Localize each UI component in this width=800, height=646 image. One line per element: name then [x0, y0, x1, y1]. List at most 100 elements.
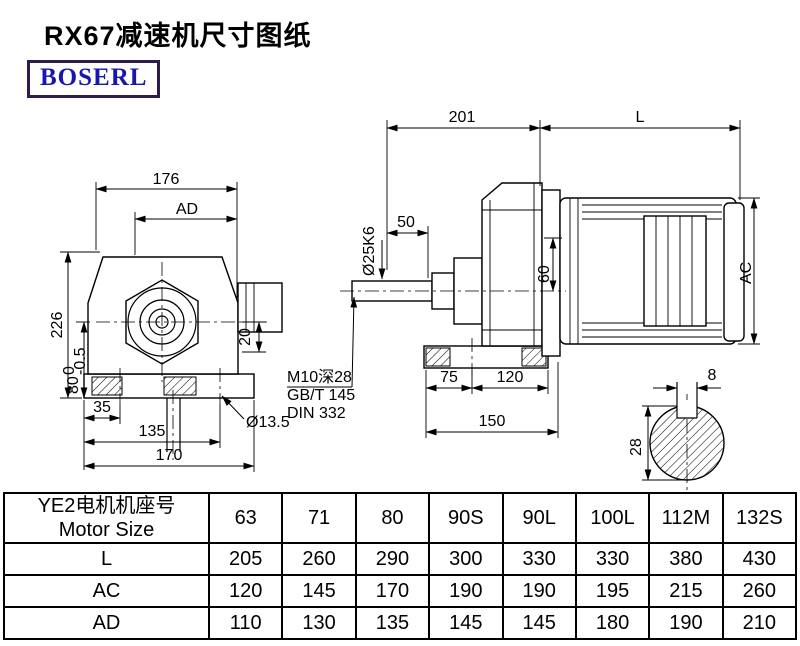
- size-col-header: 90L: [501, 492, 577, 544]
- dim-shaft-dia: Ø25K6: [361, 226, 386, 280]
- dim-135-label: 135: [139, 423, 166, 440]
- dim-ac-label: AC: [738, 262, 755, 284]
- dim-ad: AD: [134, 201, 238, 255]
- motor-size-header-cn: YE2电机机座号: [37, 495, 176, 517]
- table-cell: 260: [281, 542, 357, 576]
- dim-60-label: 60: [536, 265, 553, 283]
- table-cell: 145: [281, 574, 357, 608]
- size-col-header: 100L: [574, 492, 651, 544]
- output-flange-box: [237, 282, 283, 333]
- table-cell: 190: [428, 574, 504, 608]
- table-header-row: YE2电机机座号 Motor Size 63 71 80 90S 90L 100…: [3, 492, 798, 544]
- table-cell: 260: [721, 574, 798, 608]
- dim-L-label: L: [636, 109, 645, 126]
- dim-50: 50: [386, 214, 429, 278]
- dim-135: 135: [83, 404, 221, 448]
- dim-80-tol-lower: -0.5: [72, 347, 89, 375]
- dim-120-label: 120: [497, 369, 524, 386]
- base-hatch-right: [163, 376, 197, 396]
- shaft-section-detail: 8 28: [628, 367, 725, 490]
- dim-170: 170: [83, 400, 255, 472]
- side-view: 201 L 50 Ø25K6 60 AC: [287, 109, 760, 438]
- table-cell: 130: [281, 606, 357, 640]
- boserl-logo-text: BOSERL: [40, 64, 148, 91]
- base-hatch-left: [91, 376, 123, 396]
- dim-ac: AC: [738, 197, 760, 345]
- size-col-header: 90S: [428, 492, 504, 544]
- dim-hole-13-5: Ø13.5: [221, 395, 290, 431]
- table-row-L: L 205 260 290 300 330 330 380 430: [3, 542, 798, 576]
- foot-hatch-right: [521, 347, 547, 367]
- dim-150-label: 150: [479, 413, 506, 430]
- dim-20-label: 20: [237, 328, 254, 346]
- table-cell: 330: [574, 542, 651, 576]
- motor-size-header-cell: YE2电机机座号 Motor Size: [3, 492, 210, 544]
- dim-226-label: 226: [49, 312, 66, 339]
- table-cell: 430: [721, 542, 798, 576]
- table-cell: 120: [207, 574, 284, 608]
- dim-28: 28: [628, 405, 687, 481]
- size-col-header: 132S: [721, 492, 798, 544]
- page-title: RX67减速机尺寸图纸: [44, 21, 312, 51]
- foot-hatch-left: [425, 347, 451, 367]
- table-cell: 210: [721, 606, 798, 640]
- motor-size-header-en: Motor Size: [58, 519, 155, 541]
- table-cell: 145: [501, 606, 577, 640]
- note-m10-label: M10深28: [287, 368, 352, 386]
- dim-50-label: 50: [397, 214, 415, 231]
- table-cell: 145: [428, 606, 504, 640]
- size-col-header: 71: [281, 492, 357, 544]
- gear-housing: [481, 182, 543, 347]
- dimension-table: YE2电机机座号 Motor Size 63 71 80 90S 90L 100…: [3, 492, 798, 640]
- dim-80-tolerance: 80 0 -0.5: [61, 321, 90, 399]
- table-cell: 180: [574, 606, 651, 640]
- boserl-logo: BOSERL: [27, 60, 161, 98]
- note-gbt-label: GB/T 145: [287, 387, 355, 404]
- dim-20: 20: [237, 321, 266, 353]
- dim-201-label: 201: [449, 109, 476, 126]
- dim-150: 150: [425, 362, 559, 438]
- table-cell: 190: [648, 606, 724, 640]
- table-cell: 110: [207, 606, 284, 640]
- dim-28-label: 28: [628, 438, 645, 456]
- note-din-label: DIN 332: [287, 405, 346, 422]
- dim-201-and-L: 201 L: [386, 109, 741, 270]
- table-cell: 135: [354, 606, 431, 640]
- table-cell: 205: [207, 542, 284, 576]
- dim-60: 60: [536, 237, 562, 292]
- dim-80-label: 80: [65, 376, 82, 394]
- table-cell: 170: [354, 574, 431, 608]
- keyway-slot: [677, 400, 697, 418]
- table-cell: 215: [648, 574, 724, 608]
- size-col-header: 80: [354, 492, 431, 544]
- dim-ad-label: AD: [176, 201, 198, 218]
- technical-drawing: 176 AD 226 80 0 -0.5: [49, 109, 760, 490]
- dim-shaft-dia-label: Ø25K6: [361, 226, 378, 276]
- dim-75-120: 75 120: [425, 369, 549, 438]
- dim-75-label: 75: [440, 369, 458, 386]
- table-cell: 330: [501, 542, 577, 576]
- size-col-header: 63: [207, 492, 284, 544]
- fan-cowl: [723, 202, 745, 342]
- shaft-end-notes: M10深28 GB/T 145 DIN 332: [287, 296, 358, 422]
- dim-176: 176: [95, 171, 238, 298]
- dim-8: 8: [653, 367, 721, 392]
- table-cell: 195: [574, 574, 651, 608]
- dim-hole-label: Ø13.5: [246, 414, 290, 431]
- dim-35: 35: [83, 399, 121, 470]
- table-row-AD: AD 110 130 135 145 145 180 190 210: [3, 606, 798, 640]
- table-cell: 290: [354, 542, 431, 576]
- motor-core: [643, 215, 707, 327]
- dim-35-label: 35: [93, 399, 111, 416]
- dim-226: 226: [49, 251, 100, 399]
- dim-80-tol-upper: 0: [61, 366, 78, 375]
- row-label: AC: [3, 574, 210, 608]
- front-view: 176 AD 226 80 0 -0.5: [49, 171, 290, 472]
- table-cell: 380: [648, 542, 724, 576]
- table-row-AC: AC 120 145 170 190 190 195 215 260: [3, 574, 798, 608]
- dim-176-label: 176: [153, 171, 180, 188]
- dim-8-label: 8: [708, 367, 717, 384]
- size-col-header: 112M: [648, 492, 724, 544]
- row-label: AD: [3, 606, 210, 640]
- table-cell: 300: [428, 542, 504, 576]
